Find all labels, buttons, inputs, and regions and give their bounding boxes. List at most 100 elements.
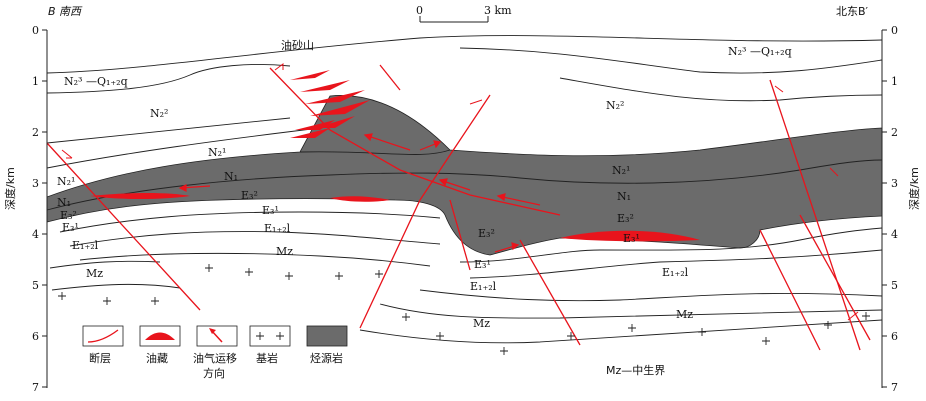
label-n22-left: N₂²	[150, 107, 168, 120]
horizon-n21	[46, 127, 321, 169]
depth-tick-label: 0	[891, 24, 898, 37]
legend-source-rock-label: 烃源岩	[310, 351, 343, 365]
fault-sense-marks	[61, 63, 859, 321]
label-e32-right: E₃²	[617, 212, 634, 225]
depth-tick-label: 4	[32, 228, 39, 241]
depth-tick-label: 0	[32, 24, 39, 37]
label-n22-right: N₂²	[606, 99, 624, 112]
scale-bar-start: 0	[416, 4, 423, 17]
depth-tick-label: 7	[891, 381, 898, 394]
fault-8	[799, 214, 871, 341]
migration-arrows	[178, 133, 541, 253]
legend-reservoir-label: 油藏	[146, 351, 168, 365]
reservoir-right	[560, 230, 700, 242]
scale-bar-end: 3 km	[484, 4, 512, 17]
reservoirs	[90, 70, 700, 242]
label-n21-right: N₂¹	[612, 164, 630, 177]
section-left-label: B 南西	[48, 5, 83, 18]
legend: 断层 油藏 油气运移 方向 基岩 烃源岩	[82, 325, 348, 380]
horizon-n22-base	[46, 117, 291, 144]
legend-bedrock-box	[249, 325, 291, 347]
depth-tick-label: 2	[891, 126, 898, 139]
depth-tick-label: 1	[891, 75, 898, 88]
fault-5	[519, 239, 581, 346]
label-mz-center: Mz	[276, 245, 293, 258]
mz-note: Mz—中生界	[606, 363, 665, 377]
horizon-left-lower-1	[49, 260, 161, 269]
label-n23q-left: N₂³ —Q₁₊₂q	[64, 75, 128, 88]
depth-axis-label-right: 深度/km	[907, 167, 921, 210]
depth-tick-label: 6	[891, 330, 898, 343]
reservoir-youshashan	[290, 70, 370, 138]
horizon-mid-3	[419, 289, 883, 302]
horizon-n22-right	[559, 77, 883, 102]
label-e31-left: E₃¹	[262, 204, 279, 217]
label-e12l-right: E₁₊₂l	[662, 266, 689, 279]
horizon-n23-base-right	[459, 47, 883, 74]
stratum-labels: N₂³ —Q₁₊₂q N₂³ —Q₁₊₂q N₂² N₂² N₂¹ N₂¹ N₂…	[57, 45, 792, 330]
horizon-mid-4	[379, 303, 883, 319]
arrow-2	[364, 134, 411, 151]
legend-fault-label: 断层	[89, 351, 111, 365]
reservoir-mid	[330, 196, 390, 202]
depth-tick-label: 3	[32, 177, 39, 190]
horizon-mid-1	[459, 227, 883, 263]
legend-fault-icon	[87, 329, 119, 343]
legend-migration-label: 油气运移	[193, 351, 237, 365]
fault-6	[759, 229, 821, 351]
horizon-mz-top	[79, 252, 431, 267]
label-n1-left: N₁	[224, 170, 238, 183]
label-e32-mid: E₃²	[478, 227, 495, 240]
place-name: 油砂山	[281, 38, 314, 52]
reservoir-left	[90, 193, 190, 199]
fault-3	[359, 94, 491, 329]
label-e31-right: E₃¹	[623, 232, 640, 245]
fault-7	[769, 79, 861, 351]
label-n1-right: N₁	[617, 190, 631, 203]
label-mz-right: Mz	[676, 308, 693, 321]
fault-1	[46, 142, 201, 311]
horizons	[46, 35, 883, 344]
label-e12l-mid: E₁₊₂l	[470, 280, 497, 293]
label-e32-left: E₃²	[241, 189, 258, 202]
depth-axes	[46, 30, 883, 388]
horizon-e12l-top	[59, 211, 441, 233]
label-n21-far-left: N₂¹	[57, 175, 75, 188]
label-e31-far-left: E₃¹	[62, 221, 79, 234]
label-e31-mid: E₃¹	[474, 258, 491, 271]
label-e12l-far-left: E₁₊₂l	[72, 239, 99, 252]
depth-tick-label: 5	[891, 279, 898, 292]
scale-bar	[419, 16, 489, 23]
fault-9	[379, 64, 401, 91]
legend-source-rock-box	[306, 325, 348, 347]
label-n23q-right: N₂³ —Q₁₊₂q	[728, 45, 792, 58]
legend-bedrock-icon	[256, 332, 284, 340]
horizon-deep	[359, 319, 883, 344]
legend-reservoir-icon	[145, 332, 175, 340]
label-n1-far-left: N₁	[57, 196, 71, 209]
depth-tick-label: 4	[891, 228, 898, 241]
legend-migration-label-2: 方向	[203, 366, 225, 380]
depth-tick-label: 5	[32, 279, 39, 292]
depth-tick-label: 7	[32, 381, 39, 394]
label-n21-left: N₂¹	[208, 146, 226, 159]
horizon-e32	[299, 149, 451, 155]
section-right-label: 北东B′	[836, 5, 869, 18]
depth-tick-label: 2	[32, 126, 39, 139]
fault-2	[269, 67, 561, 216]
fault-4	[449, 199, 471, 271]
source-rock-band	[46, 95, 883, 256]
depth-tick-label: 1	[32, 75, 39, 88]
label-mz-left: Mz	[86, 267, 103, 280]
label-e12l-left: E₁₊₂l	[264, 222, 291, 235]
label-mz-mid: Mz	[473, 317, 490, 330]
label-e32-far-left: E₃²	[60, 209, 77, 222]
legend-fault-box	[82, 325, 124, 347]
depth-tick-label: 6	[32, 330, 39, 343]
horizon-left-lower-2	[51, 283, 181, 291]
faults	[46, 64, 871, 351]
horizon-e12l-mid	[69, 231, 441, 247]
legend-bedrock-label: 基岩	[256, 351, 278, 365]
